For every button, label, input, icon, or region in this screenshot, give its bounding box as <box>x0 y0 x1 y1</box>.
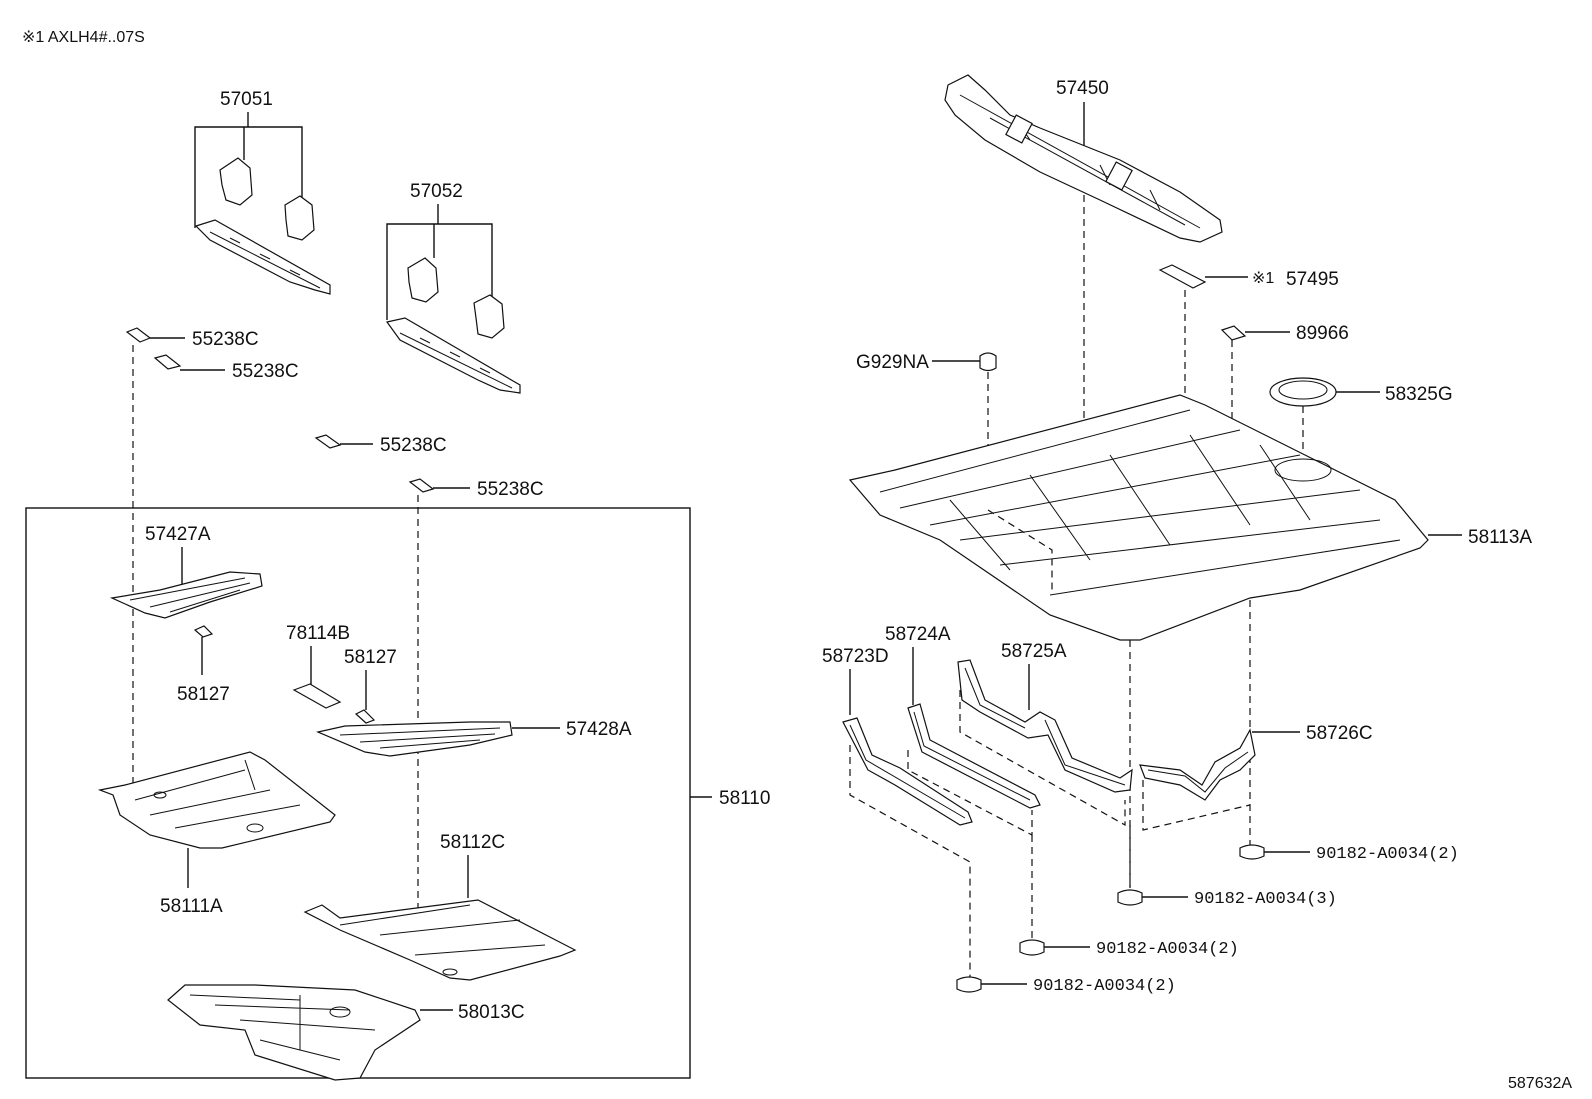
label-58113a[interactable]: 58113A <box>1468 527 1532 548</box>
part-90182-d[interactable]: 90182-A0034(2) <box>956 976 1176 996</box>
part-55238c-2[interactable]: 55238C <box>153 354 299 382</box>
part-58127-b[interactable]: 58127 <box>344 647 397 724</box>
label-55238c-3[interactable]: 55238C <box>380 435 447 456</box>
label-55238c-1[interactable]: 55238C <box>192 329 259 350</box>
part-58111a[interactable]: 58111A <box>97 751 336 917</box>
label-58110[interactable]: 58110 <box>719 788 770 809</box>
part-57428a[interactable]: 57428A <box>316 719 632 757</box>
part-55238c-3[interactable]: 55238C <box>314 434 447 456</box>
part-55238c-1[interactable]: 55238C <box>125 327 259 350</box>
bracket-57051-b <box>284 195 315 241</box>
label-58112c[interactable]: 58112C <box>440 832 505 853</box>
part-58013c[interactable]: 58013C <box>167 984 525 1081</box>
part-57052[interactable]: 57052 <box>385 181 521 394</box>
part-58724a[interactable]: 58724A <box>885 624 1041 809</box>
bracket-57052-a <box>407 257 439 303</box>
part-g929na[interactable]: G929NA <box>856 352 997 373</box>
part-58127-a[interactable]: 58127 <box>177 625 230 705</box>
footer-code: 587632A <box>1508 1075 1572 1092</box>
label-57051[interactable]: 57051 <box>220 89 273 110</box>
bracket-57052-b <box>473 294 505 339</box>
part-78114b[interactable]: 78114B <box>286 623 350 709</box>
label-58127-b[interactable]: 58127 <box>344 647 397 668</box>
label-55238c-4[interactable]: 55238C <box>477 479 544 500</box>
label-57495[interactable]: 57495 <box>1286 269 1339 290</box>
label-90182-a[interactable]: 90182-A0034(2) <box>1316 845 1459 864</box>
part-57450[interactable]: 57450 <box>944 74 1223 243</box>
label-57052[interactable]: 57052 <box>410 181 463 202</box>
part-58112c[interactable]: 58112C <box>303 832 577 981</box>
part-58723d[interactable]: 58723D <box>822 646 973 826</box>
label-58725a[interactable]: 58725A <box>1001 641 1067 662</box>
part-58113a[interactable]: 58113A <box>848 394 1532 641</box>
label-58111a[interactable]: 58111A <box>160 896 223 917</box>
label-57495-note: ※1 <box>1252 270 1274 287</box>
label-57450[interactable]: 57450 <box>1056 78 1109 99</box>
label-58724a[interactable]: 58724A <box>885 624 951 645</box>
part-57495[interactable]: ※1 57495 <box>1158 264 1339 290</box>
part-57427a[interactable]: 57427A <box>109 524 263 619</box>
label-58723d[interactable]: 58723D <box>822 646 889 667</box>
label-90182-d[interactable]: 90182-A0034(2) <box>1033 977 1176 996</box>
label-58325g[interactable]: 58325G <box>1385 384 1453 405</box>
label-58726c[interactable]: 58726C <box>1306 723 1373 744</box>
label-90182-b[interactable]: 90182-A0034(3) <box>1194 890 1337 909</box>
label-58127-a[interactable]: 58127 <box>177 684 230 705</box>
part-55238c-4[interactable]: 55238C <box>408 478 544 500</box>
label-58013c[interactable]: 58013C <box>458 1002 525 1023</box>
label-55238c-2[interactable]: 55238C <box>232 361 299 382</box>
label-57427a[interactable]: 57427A <box>145 524 211 545</box>
part-90182-a[interactable]: 90182-A0034(2) <box>1239 844 1459 864</box>
part-58325g[interactable]: 58325G <box>1269 377 1453 407</box>
part-89966[interactable]: 89966 <box>1220 323 1349 344</box>
part-90182-b[interactable]: 90182-A0034(3) <box>1117 889 1337 909</box>
label-g929na[interactable]: G929NA <box>856 352 929 373</box>
part-90182-c[interactable]: 90182-A0034(2) <box>1019 939 1239 959</box>
part-57051[interactable]: 57051 <box>194 89 331 295</box>
rail-57052 <box>385 317 521 394</box>
label-89966[interactable]: 89966 <box>1296 323 1349 344</box>
label-90182-c[interactable]: 90182-A0034(2) <box>1096 940 1239 959</box>
part-58726c[interactable]: 58726C <box>1139 723 1373 801</box>
bracket-57051-a <box>219 157 253 206</box>
label-57428a[interactable]: 57428A <box>566 719 632 740</box>
header-note: ※1 AXLH4#..07S <box>22 29 145 46</box>
label-78114b[interactable]: 78114B <box>286 623 350 644</box>
part-58725a[interactable]: 58725A <box>957 641 1133 793</box>
